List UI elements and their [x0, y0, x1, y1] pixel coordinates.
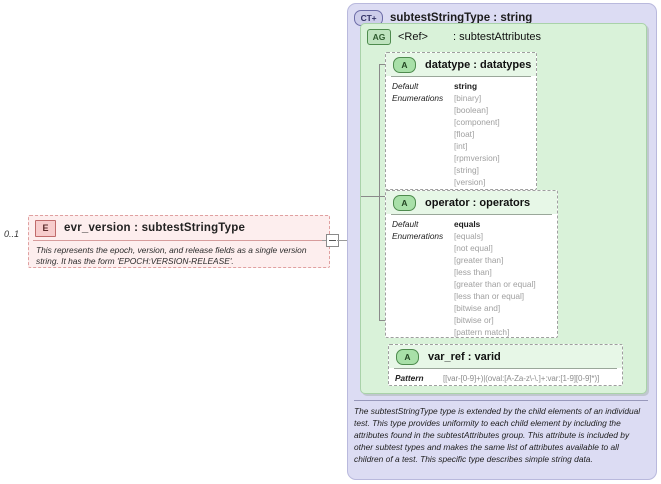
enum-value: [int] — [454, 141, 468, 152]
enum-value: [pattern match] — [454, 327, 510, 338]
enum-value: [rpmversion] — [454, 153, 500, 164]
attribute-box-var-ref[interactable]: A var_ref : varid Pattern [[var-[0-9]+)|… — [388, 344, 623, 386]
attribute-facet-values: equals [equals] [not equal] [greater tha… — [454, 218, 536, 338]
attribute-facet-labels: Default Enumerations — [392, 218, 454, 338]
enum-value: [version] — [454, 177, 486, 188]
complex-type-title: subtestStringType : string — [390, 12, 533, 24]
label-default: Default — [392, 219, 419, 229]
element-box-evr-version[interactable]: E evr_version : subtestStringType This r… — [28, 215, 330, 268]
label-enumerations: Enumerations — [392, 93, 444, 104]
default-value: equals — [454, 219, 481, 229]
label-enumerations: Enumerations — [392, 231, 444, 242]
attribute-divider — [394, 368, 617, 369]
label-default: Default — [392, 81, 419, 91]
attribute-box-operator[interactable]: A operator : operators Default Enumerati… — [385, 190, 558, 338]
attribute-header: A operator : operators — [386, 191, 557, 214]
complex-type-documentation: The subtestStringType type is extended b… — [354, 406, 641, 464]
enum-value: [greater than or equal] — [454, 279, 536, 290]
attribute-header: A datatype : datatypes — [386, 53, 536, 76]
attribute-icon: A — [396, 349, 419, 365]
attribute-body: Default Enumerations equals [equals] [no… — [386, 215, 557, 343]
attribute-icon: A — [393, 195, 416, 211]
enum-value: [equals] — [454, 231, 484, 242]
attribute-group-header: AG <Ref> : subtestAttributes — [367, 29, 541, 45]
element-title: evr_version : subtestStringType — [64, 222, 246, 234]
enum-value: [less than or equal] — [454, 291, 525, 302]
attribute-facet-values: string [binary] [boolean] [component] [f… — [454, 80, 500, 188]
attribute-icon: A — [393, 57, 416, 73]
element-header: E evr_version : subtestStringType — [29, 216, 329, 240]
pattern-value: [[var-[0-9]+)|(oval:[A-Za-z\-\.]+:var:[1… — [443, 374, 600, 383]
attribute-group-ref-label: <Ref> — [398, 31, 428, 43]
enum-value: [bitwise and] — [454, 303, 501, 314]
connector-line-left — [322, 240, 328, 241]
enum-value: [binary] — [454, 93, 482, 104]
enum-value: [string] — [454, 165, 479, 176]
element-icon: E — [35, 219, 56, 237]
attribute-divider — [391, 214, 552, 215]
label-pattern: Pattern — [395, 373, 424, 383]
attribute-title: var_ref : varid — [428, 351, 501, 363]
attribute-body: Default Enumerations string [binary] [bo… — [386, 77, 536, 193]
attribute-box-datatype[interactable]: A datatype : datatypes Default Enumerati… — [385, 52, 537, 190]
attribute-group-icon[interactable]: AG — [367, 29, 391, 45]
enum-value: [greater than] — [454, 255, 504, 266]
tree-connector-vertical — [379, 64, 380, 320]
enum-value: [not equal] — [454, 243, 493, 254]
enum-value: [float] — [454, 129, 475, 140]
attribute-facet-labels: Default Enumerations — [392, 80, 454, 188]
connector-line-right — [337, 240, 351, 241]
default-value: string — [454, 81, 478, 91]
collapse-toggle-icon[interactable] — [326, 234, 339, 247]
attribute-group-ref-name: : subtestAttributes — [452, 31, 542, 43]
occurrence-label: 0..1 — [4, 229, 20, 239]
enum-value: [bitwise or] — [454, 315, 494, 326]
attribute-pattern-row: Pattern [[var-[0-9]+)|(oval:[A-Za-z\-\.]… — [389, 369, 622, 387]
attribute-divider — [391, 76, 531, 77]
enum-value: [boolean] — [454, 105, 489, 116]
attribute-header: A var_ref : varid — [389, 345, 622, 368]
element-divider — [33, 240, 325, 241]
attribute-title: datatype : datatypes — [425, 59, 532, 71]
attribute-title: operator : operators — [425, 197, 531, 209]
enum-value: [component] — [454, 117, 500, 128]
documentation-divider — [354, 400, 648, 401]
enum-value: [less than] — [454, 267, 492, 278]
tree-connector-inlet — [361, 196, 379, 197]
element-documentation: This represents the epoch, version, and … — [36, 245, 307, 267]
